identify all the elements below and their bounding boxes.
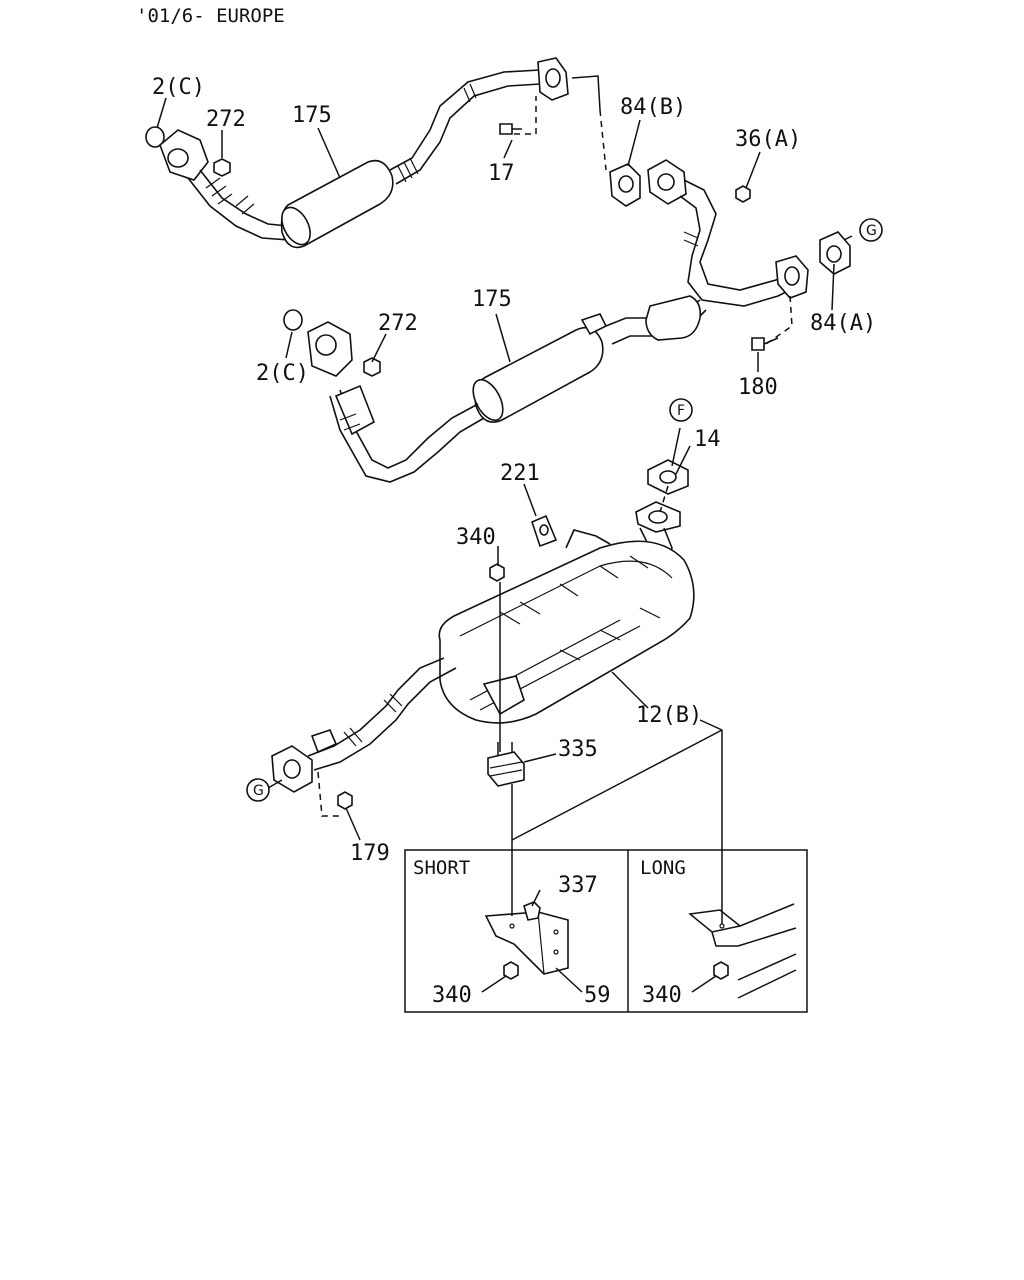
callout-36a: 36(A) (735, 127, 801, 152)
leader-lines (156, 75, 853, 993)
callout-59: 59 (584, 983, 611, 1008)
rear-muffler-12b (438, 540, 695, 724)
callout-337: 337 (558, 873, 598, 898)
callout-340-upper: 340 (456, 525, 496, 550)
nut-340-long (713, 961, 729, 980)
svg-text:G: G (866, 223, 877, 239)
circle-ref-g-top: G (859, 218, 883, 242)
bolt-180 (751, 337, 765, 351)
callout-2c-middle: 2(C) (256, 361, 309, 386)
nut-179 (337, 791, 353, 810)
bolt-337 (523, 901, 541, 921)
callout-179: 179 (350, 841, 390, 866)
callout-340-short: 340 (432, 983, 472, 1008)
nut-272-middle (363, 357, 381, 377)
callout-14: 14 (694, 427, 721, 452)
nut-340-short (503, 961, 519, 980)
nut-36a (735, 185, 751, 203)
pre-catalyst-middle (334, 384, 376, 436)
callout-2c-upper: 2(C) (152, 75, 205, 100)
mount-options-inset: SHORT LONG (404, 849, 808, 1013)
callout-12b: 12(B) (636, 703, 702, 728)
inset-label-long: LONG (640, 857, 686, 879)
callout-180: 180 (738, 375, 778, 400)
muffler-hanger-bracket (482, 675, 525, 716)
circle-ref-f: F (669, 398, 693, 422)
callout-272-middle: 272 (378, 311, 418, 336)
callout-221: 221 (500, 461, 540, 486)
front-pipe-assembly-middle (283, 179, 851, 483)
gasket-ring-upper (145, 126, 165, 148)
gasket-ring-middle (283, 309, 303, 331)
svg-text:G: G (253, 783, 264, 799)
bolt-17 (499, 123, 513, 135)
gasket-84b-group (609, 159, 751, 207)
callout-84b: 84(B) (620, 95, 686, 120)
circle-ref-g-bottom: G (246, 778, 270, 802)
nut-272-upper (213, 158, 231, 177)
inset-frame (404, 849, 808, 1013)
callout-17: 17 (488, 161, 515, 186)
diagram-header: '01/6- EUROPE (136, 5, 285, 27)
rubber-mount-335 (487, 751, 525, 787)
inset-label-short: SHORT (413, 857, 470, 879)
callout-340-long: 340 (642, 983, 682, 1008)
catalytic-converter-middle (645, 295, 702, 341)
callout-335: 335 (558, 737, 598, 762)
rear-muffler-assembly (271, 459, 695, 810)
nut-340-top (489, 563, 505, 582)
callout-175-upper: 175 (292, 103, 332, 128)
svg-text:F: F (677, 403, 685, 419)
bracket-59 (484, 911, 569, 975)
callout-175-middle: 175 (472, 287, 512, 312)
callout-272-upper: 272 (206, 107, 246, 132)
callout-84a: 84(A) (810, 311, 876, 336)
front-pipe-assembly-upper (145, 57, 569, 249)
